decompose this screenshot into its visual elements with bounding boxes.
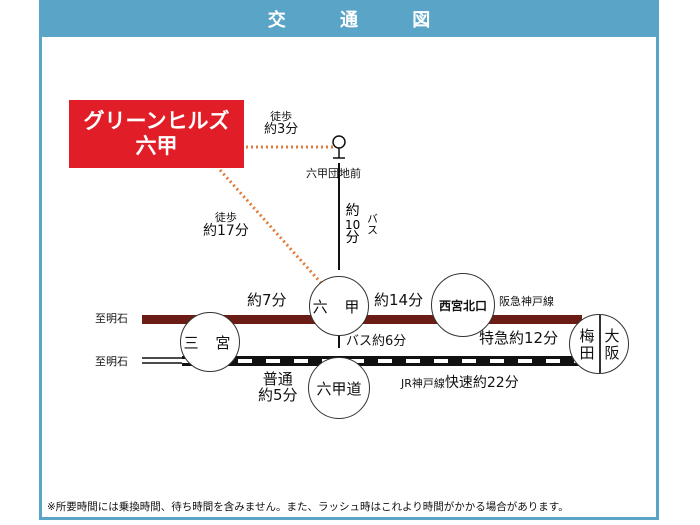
station-umeda: 梅田 — [579, 327, 595, 362]
rokko-nishinomiya-time: 約14分 — [374, 291, 424, 309]
bus-stop-name: 六甲団地前 — [306, 167, 361, 180]
walk-route-to-rokko — [218, 168, 324, 286]
walk-mode-label: 徒歩 — [270, 110, 293, 123]
station-rokkomichi: 六甲道 — [308, 357, 370, 419]
bus-time-label: 約 10 分 — [345, 204, 360, 246]
bus-time-unit: 分 — [345, 230, 360, 247]
property-name-line1: グリーンヒルズ — [83, 108, 230, 133]
map-frame — [39, 0, 659, 520]
station-umeda-osaka: 梅田 大阪 — [569, 314, 629, 374]
station-osaka: 大阪 — [604, 327, 620, 362]
property-name-line2: 六甲 — [135, 134, 178, 158]
local-label: 普通 — [262, 370, 293, 388]
local-time-label: 普通 約5分 — [258, 370, 298, 404]
page-title: 交 通 図 — [39, 0, 659, 37]
to-akashi-jr: 至明石 — [95, 355, 128, 368]
bus-six-min: バス約6分 — [346, 334, 407, 349]
hankyu-line-name: 阪急神戸線 — [499, 295, 554, 308]
bus-time-approx: 約 — [345, 203, 360, 219]
walk-to-bus-label: 徒歩 約3分 — [264, 111, 298, 136]
rokko-sannomiya-time: 約7分 — [247, 291, 287, 309]
walk-time-label-2: 約17分 — [203, 222, 249, 239]
bus-time-number: 10 — [345, 217, 361, 232]
station-rokko: 六 甲 — [309, 276, 369, 336]
jr-rapid-time: 快速約22分 — [444, 375, 519, 391]
local-time: 約5分 — [258, 385, 298, 404]
tokkyu-time: 特急約12分 — [479, 329, 559, 347]
walk-to-rokko-label: 徒歩 約17分 — [203, 212, 249, 238]
jr-line-name: JR神戸線 — [401, 377, 445, 390]
walk-time-label: 約3分 — [264, 121, 299, 137]
walk-mode-label-2: 徒歩 — [214, 211, 237, 224]
property-name-box: グリーンヒルズ 六甲 — [69, 100, 244, 168]
station-nishinomiya-kitaguchi: 西宮北口 — [431, 273, 495, 337]
footnote: ※所要時間には乗換時間、待ち時間を含みません。また、ラッシュ時はこれより時間がか… — [47, 501, 569, 513]
bus-mode-label: バス — [365, 213, 379, 235]
station-sannomiya: 三 宮 — [180, 312, 240, 372]
jr-rapid-label: JR神戸線快速約22分 — [401, 374, 519, 391]
bus-stop-icon — [332, 135, 346, 149]
to-akashi-hankyu: 至明石 — [95, 312, 128, 325]
